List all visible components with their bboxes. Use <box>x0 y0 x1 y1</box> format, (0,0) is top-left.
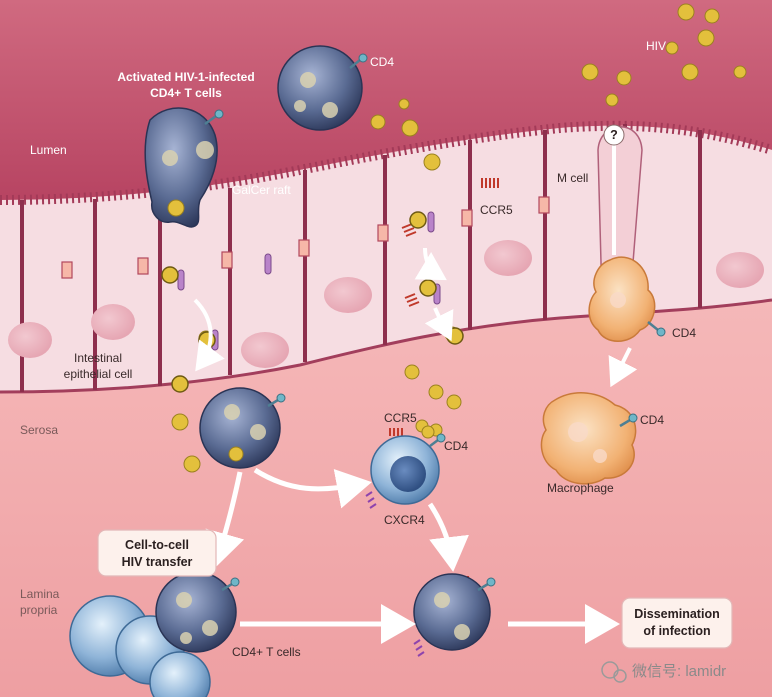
basement-membrane <box>0 298 772 394</box>
macrophage-mcell <box>588 256 666 342</box>
arrow-to-macrophage <box>608 347 638 388</box>
label-ccr5-mid: CCR5 <box>384 411 417 425</box>
label-cd4-t-cells: CD4+ T cells <box>232 645 301 659</box>
target-t-cell-ccr5-cxcr4 <box>365 425 446 509</box>
label-lamina-line2: propria <box>20 603 58 617</box>
label-serosa: Serosa <box>20 423 58 437</box>
label-intestinal-line1: Intestinal <box>74 351 122 365</box>
arrow-ccr5-entry <box>414 247 447 281</box>
cd4-t-cell-cluster <box>69 571 240 697</box>
epithelial-cell-walls <box>20 124 702 392</box>
label-cd4-top: CD4 <box>370 55 394 69</box>
t-cell-cd4-top <box>277 45 368 131</box>
label-cd4-mcell: CD4 <box>672 326 696 340</box>
label-lamina-line1: Lamina <box>20 587 60 601</box>
dissemination-box <box>621 597 733 649</box>
label-activated-line1: Activated HIV-1-infected <box>117 70 254 84</box>
label-lumen: Lumen <box>30 143 67 157</box>
flow-arrows <box>205 467 620 644</box>
macrophage-serosa <box>540 392 638 485</box>
label-transfer-line1: Cell-to-cell <box>125 538 189 552</box>
infected-t-cell-lamina <box>413 573 496 657</box>
arrow-basal-release <box>424 307 454 342</box>
label-cd4-mid: CD4 <box>444 439 468 453</box>
label-question: ? <box>610 128 618 142</box>
label-watermark: 微信号: lamidr <box>632 663 726 680</box>
label-transfer-line2: HIV transfer <box>122 555 193 569</box>
m-cell <box>597 126 643 301</box>
cell-to-cell-transfer-box <box>97 529 217 577</box>
epithelial-nuclei <box>8 240 764 368</box>
label-cd4-macrophage: CD4 <box>640 413 664 427</box>
label-hiv: HIV <box>646 39 666 53</box>
question-bubble <box>603 124 625 146</box>
label-ccr5-top: CCR5 <box>480 203 513 217</box>
label-intestinal-line2: epithelial cell <box>64 367 133 381</box>
label-cxcr4: CXCR4 <box>384 513 425 527</box>
label-dissemination-line2: of infection <box>643 624 710 638</box>
activated-t-cell-lumen <box>144 107 224 228</box>
infected-t-cell-serosa <box>199 387 286 469</box>
label-dissemination-line1: Dissemination <box>634 607 719 621</box>
label-m-cell: M cell <box>557 171 588 185</box>
brush-border <box>0 120 772 205</box>
arrow-epithelial-transcytosis <box>193 298 225 372</box>
label-macrophage: Macrophage <box>547 481 614 495</box>
wechat-watermark: 微信号: lamidr <box>601 661 726 683</box>
label-activated-line2: CD4+ T cells <box>150 86 222 100</box>
label-galcer-raft: GalCer raft <box>232 183 291 197</box>
